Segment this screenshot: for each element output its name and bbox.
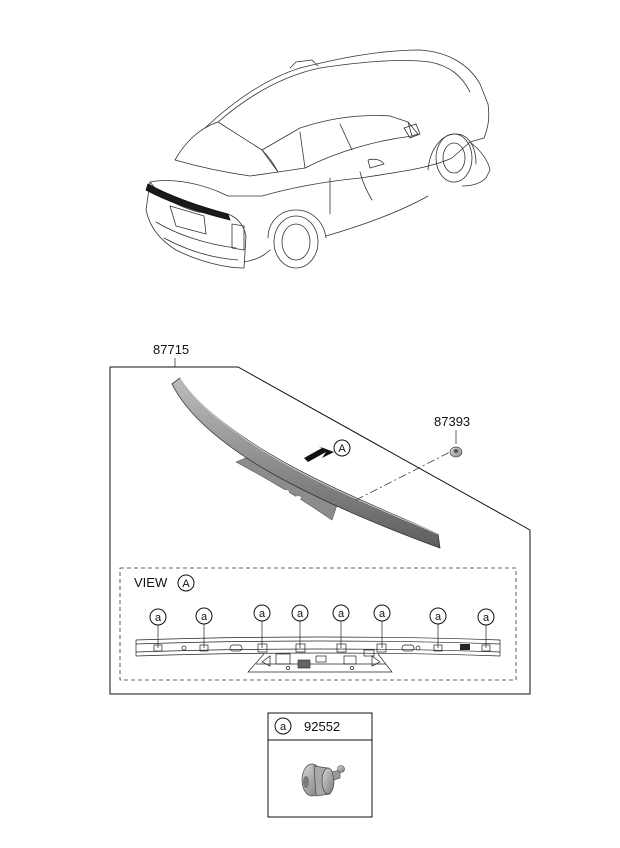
svg-text:a: a: [259, 608, 266, 620]
view-a-marker-circle: [177, 574, 195, 592]
clip-callout: a: [332, 604, 350, 648]
clip-callout: a: [149, 608, 167, 648]
rear-garnish-part: [171, 377, 441, 549]
svg-text:a: a: [435, 611, 442, 623]
clip-callout: a: [195, 607, 213, 648]
svg-text:a: a: [155, 612, 162, 624]
arrow-marker-circle: [333, 439, 351, 457]
clip-callout: a: [429, 607, 447, 648]
part-number-92552: 92552: [304, 719, 340, 734]
svg-text:a: a: [338, 608, 345, 620]
clip-callout: a: [291, 604, 309, 648]
nut-part: [449, 446, 463, 458]
vehicle-illustration: [145, 49, 491, 269]
clip-callout: a: [253, 604, 271, 648]
garnish-rear-view: [135, 636, 501, 673]
clip-part: [301, 763, 345, 797]
legend-marker-letter: a: [280, 721, 287, 733]
tail-garnish-band: [145, 183, 231, 221]
view-a-label: VIEW: [134, 575, 168, 590]
legend-marker-circle: [274, 717, 292, 735]
svg-text:a: a: [483, 612, 490, 624]
part-number-87393: 87393: [434, 414, 470, 429]
view-a-marker-letter: A: [182, 578, 190, 590]
clip-legend-box: a 92552: [267, 712, 373, 818]
part-number-87715: 87715: [153, 342, 189, 357]
arrow-marker-letter: A: [338, 443, 346, 455]
svg-text:a: a: [297, 608, 304, 620]
assembly-panel: 87715 A 87393 VIEW A a: [109, 342, 531, 695]
clip-callout: a: [477, 608, 495, 648]
clip-callout: a: [373, 604, 391, 648]
svg-text:a: a: [201, 611, 208, 623]
nut-leader-line: [355, 451, 451, 501]
view-direction-arrow: [304, 446, 334, 462]
svg-text:a: a: [379, 608, 386, 620]
panel-outline: [109, 366, 531, 695]
view-a-box: [119, 567, 517, 681]
